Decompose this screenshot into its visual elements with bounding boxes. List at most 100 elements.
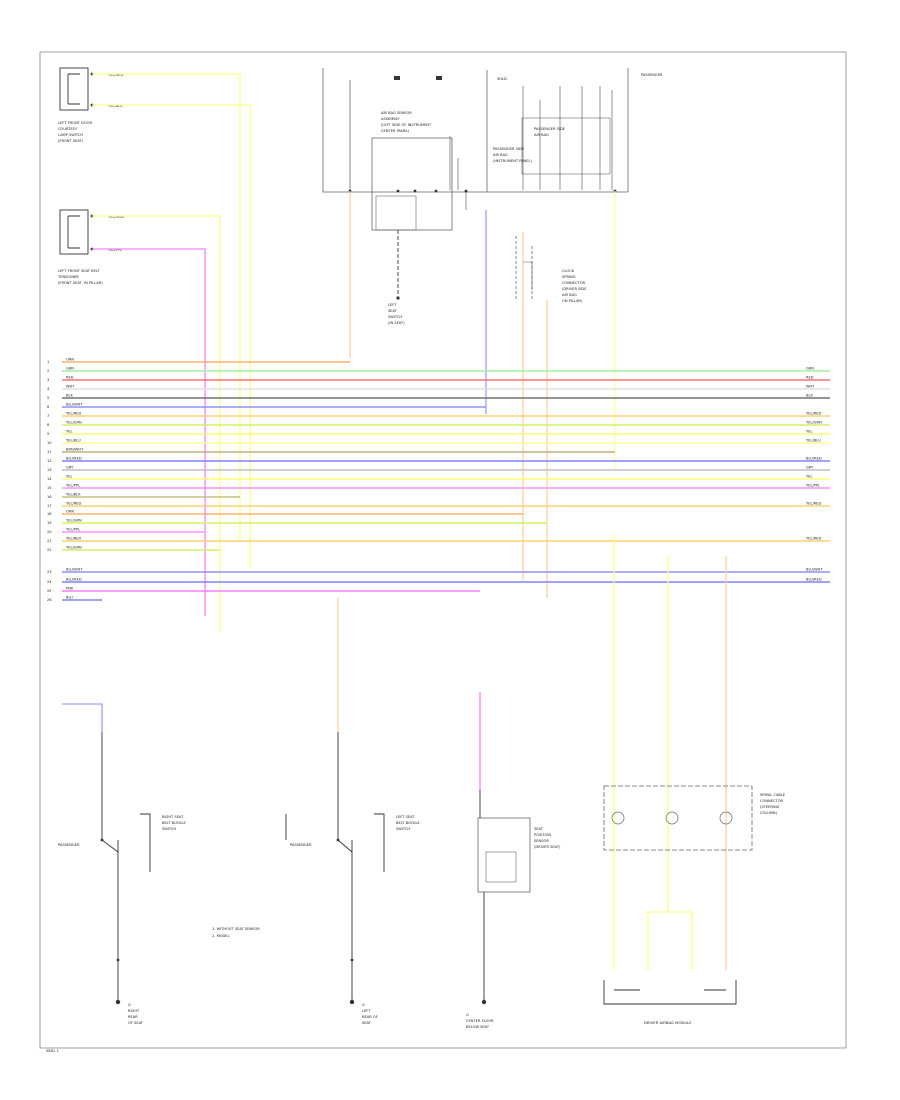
lf-seat-belt-sw-label-1: BELT BUCKLE [396,821,421,825]
bus-wire-label-right: RED [806,376,814,380]
g-right-label-2: REAR [128,1015,138,1019]
lf-seat-belt-sw-label-0: LEFT SEAT [396,815,415,819]
lf-door-label-3: (FRONT SEAT) [58,139,84,143]
bus-pin-number: 3 [47,378,49,382]
lf-seat-belt-sw-label-2: SWITCH [396,827,410,831]
g-left-label-2: REAR OF [362,1015,378,1019]
occupant-sensor-label-0: SEAT [534,827,544,831]
bus-wire-label: YEL/GRN [66,519,82,523]
bus-pin-number: 17 [47,504,52,508]
airbag-sensor-box [371,137,453,231]
g-right-label-3: OF SEAT [128,1021,144,1025]
bus-wire-label: PNK [66,587,74,591]
bus-wire-label: YEL/GRN [66,546,82,550]
bus-wire-label: YEL/PPL [66,528,80,532]
passenger-label-mid: PASSENGER [290,843,312,847]
feeder-wires [92,73,616,632]
bus-pin-number: 1 [47,360,49,364]
bus-wire-label: GRN [66,367,74,371]
occupant-sensor-label-2: SENSOR [534,839,549,843]
bus-wire-label: BRN/WHT [66,448,84,452]
bus-pin-number: 13 [47,468,52,472]
airbag-sensor-label-1: ASSEMBLY [381,117,400,121]
seat-switch-label-1: SEAT [388,309,398,313]
bus-wire-label-right: BLU/RED [806,578,822,582]
g-center-label-1: CENTER FLOOR [466,1019,494,1023]
bus-wire-label: YEL/RED [66,412,81,416]
bus-pin-number: 26 [47,598,52,602]
bus-wire-label: BLU [66,596,73,600]
wire-code-lfs-top: YEL/GRN [108,215,124,219]
bus-wire-label: RED [66,376,74,380]
passenger-airbag-label-0: PASSENGER SIDE [493,147,525,151]
bus-wire-label: BLU/RED [66,578,82,582]
rf-seat-belt-label-2: SWITCH [162,827,176,831]
bus-wire-label-right: YEL/RED [806,537,821,541]
bus-wire-label-right: BLU/RED [806,457,822,461]
passenger-vehicle-label-0: PASSENGER SIDE [534,127,566,131]
bus-wire-label-right: BLK [806,394,813,398]
center-airbag-label-1: CONNECTOR [760,799,784,803]
wire-code-lfs-bottom: YEL/PPL [108,248,122,252]
wire-code-lf-bottom: YEL/BLU [108,104,123,108]
lf-seat-label-0: LEFT FRONT SEAT BELT [58,269,100,273]
bus-pin-number: 4 [47,387,50,391]
bus-pin-number: 25 [47,589,52,593]
rf-seat-belt-label-0: RIGHT SEAT [162,815,184,819]
connector-right-label-2: CONNECTOR [562,281,586,285]
bus-pin-number: 2 [47,369,49,373]
occupant-sensor-label-3: (DRIVER SEAT) [534,845,561,849]
wire-code-lf-top: YEL/RED [108,73,123,77]
bus-pin-number: 21 [47,539,52,543]
bus-wire-label-right: YEL/GRN [806,421,822,425]
bus-wire-label: YEL/BLU [66,439,81,443]
lf-door-label-1: COURTESY [58,127,78,131]
center-airbag-label-0: SPIRAL CABLE [760,793,786,797]
center-airbag-box [603,785,753,851]
bus-wire-label-right: GRN [806,367,814,371]
connector-right-label-4: AIR BAG [562,293,577,297]
airbag-sensor-label-3: CENTER PANEL) [381,129,410,133]
lf-door-switch: YEL/RED YEL/BLU LEFT FRONT DOOR COURTESY… [58,67,123,143]
bus-wire-label: YEL/PPL [66,484,80,488]
bus-pin-number: 22 [47,548,52,552]
bottom-section: RIGHT SEAT BELT BUCKLE SWITCH PASSENGER … [58,534,786,1029]
occupant-sensor-label-1: POSITION [534,833,551,837]
lf-seat-label-1: TENSIONER [57,275,79,279]
center-airbag-label-3: COLUMN) [760,811,778,815]
connector-right-label-5: ON PILLAR) [562,299,583,303]
passenger-label-left: PASSENGER [58,843,80,847]
bus-pin-number: 11 [47,450,52,454]
bus-wire-label: YEL/RED [66,537,81,541]
page-code: 0881-1 [46,1049,59,1053]
bus-wire-label: YEL [66,430,72,434]
bus-pin-number: 8 [47,423,50,427]
bus-pin-number: 24 [47,580,52,584]
bus-wire-label-right: YEL/BLU [806,439,821,443]
bus-wire-label: YEL/GRN [66,421,82,425]
bus-wire-label-right: WHT [806,385,815,389]
seat-switch-label-0: LEFT [388,303,397,307]
bus-wire-label-right: YEL/RED [806,502,821,506]
bus-pin-number: 10 [47,441,52,445]
bus-wire-label: ORN [66,510,74,514]
bus-wire-label: BLU/WHT [66,403,83,407]
bus-pin-number: 20 [47,530,52,534]
diagram-frame [39,51,847,1049]
footnote-0: 1. WITHOUT SEAT SENSOR [212,927,260,931]
bus-wire-label: WHT [66,385,75,389]
bus-pin-number: 9 [47,432,50,436]
bus-pin-number: 15 [47,486,52,490]
bus-wire-label: GRY [66,466,74,470]
g-center-label-0: G [466,1013,469,1017]
connector-right-label-0: CLOCK [562,269,575,273]
bus-wire-label: YEL/BLK [66,493,81,497]
rf-seat-belt-label-1: BELT BUCKLE [162,821,187,825]
g-left-label-0: G [362,1003,365,1007]
passenger-airbag-label-2: (INSTRUMENT PANEL) [493,159,533,163]
top-center-modules: SHLD AIR BAG SENSOR ASSEMBLY (LEFT SIDE … [322,68,663,231]
g-center-label-2: BELOW SEAT [466,1025,490,1029]
occupant-sensor-box [477,817,531,893]
bus-wire-label: BLU/RED [66,457,82,461]
